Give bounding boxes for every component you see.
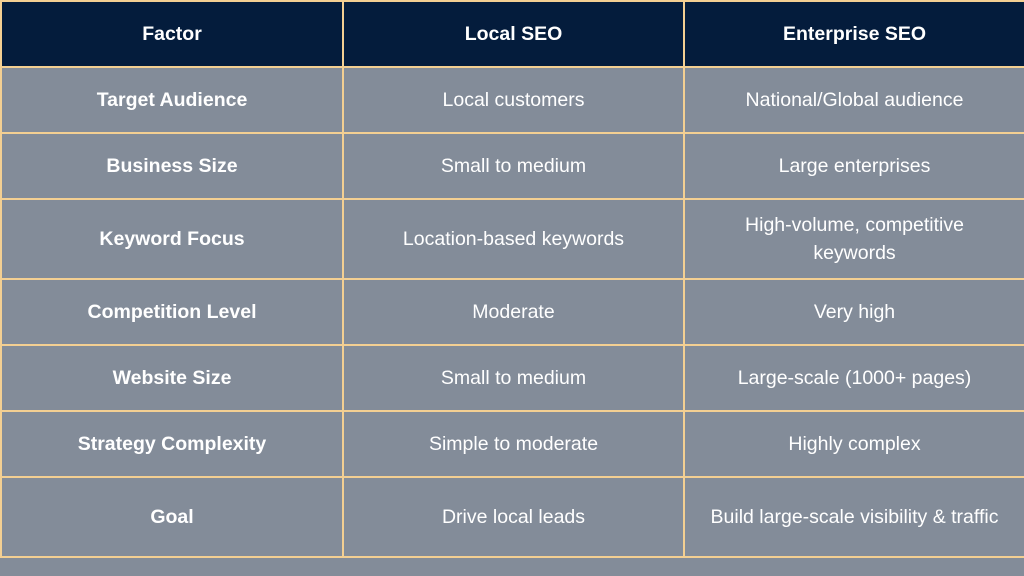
table-row: Competition Level Moderate Very high	[0, 278, 1024, 346]
header-local-seo: Local SEO	[342, 0, 685, 68]
factor-cell: Competition Level	[0, 278, 344, 346]
local-seo-cell: Drive local leads	[342, 476, 685, 558]
local-seo-cell: Location-based keywords	[342, 198, 685, 280]
factor-cell: Keyword Focus	[0, 198, 344, 280]
seo-comparison-table: Factor Local SEO Enterprise SEO Target A…	[0, 0, 1024, 558]
enterprise-seo-cell: National/Global audience	[683, 66, 1024, 134]
factor-cell: Goal	[0, 476, 344, 558]
header-enterprise-seo: Enterprise SEO	[683, 0, 1024, 68]
enterprise-seo-cell: High-volume, competitive keywords	[683, 198, 1024, 280]
header-factor: Factor	[0, 0, 344, 68]
enterprise-seo-cell: Large enterprises	[683, 132, 1024, 200]
factor-cell: Business Size	[0, 132, 344, 200]
local-seo-cell: Moderate	[342, 278, 685, 346]
enterprise-seo-cell: Very high	[683, 278, 1024, 346]
table-row: Target Audience Local customers National…	[0, 66, 1024, 134]
local-seo-cell: Simple to moderate	[342, 410, 685, 478]
table-row: Strategy Complexity Simple to moderate H…	[0, 410, 1024, 478]
enterprise-seo-cell: Build large-scale visibility & traffic	[683, 476, 1024, 558]
enterprise-seo-cell: Highly complex	[683, 410, 1024, 478]
local-seo-cell: Small to medium	[342, 344, 685, 412]
table-row: Keyword Focus Location-based keywords Hi…	[0, 198, 1024, 280]
local-seo-cell: Local customers	[342, 66, 685, 134]
factor-cell: Target Audience	[0, 66, 344, 134]
header-row: Factor Local SEO Enterprise SEO	[0, 0, 1024, 68]
table-row: Website Size Small to medium Large-scale…	[0, 344, 1024, 412]
local-seo-cell: Small to medium	[342, 132, 685, 200]
enterprise-seo-cell: Large-scale (1000+ pages)	[683, 344, 1024, 412]
factor-cell: Strategy Complexity	[0, 410, 344, 478]
table-row: Goal Drive local leads Build large-scale…	[0, 476, 1024, 558]
factor-cell: Website Size	[0, 344, 344, 412]
table-row: Business Size Small to medium Large ente…	[0, 132, 1024, 200]
